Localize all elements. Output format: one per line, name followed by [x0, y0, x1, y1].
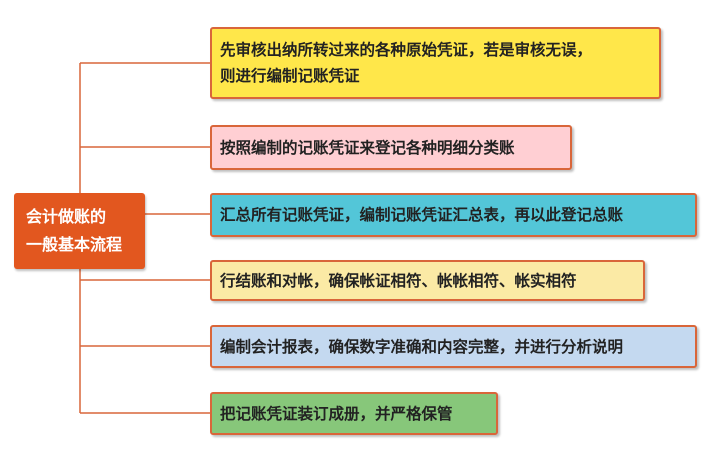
- root-title-line-2: 一般基本流程: [26, 235, 123, 254]
- step-node-5: 编制会计报表，确保数字准确和内容完整，并进行分析说明: [210, 325, 697, 368]
- step-node-1: 先审核出纳所转过来的各种原始凭证，若是审核无误， 则进行编制记账凭证: [210, 27, 661, 99]
- step-node-3: 汇总所有记账凭证，编制记账凭证汇总表，再以此登记总账: [210, 193, 697, 237]
- step-4-text: 行结账和对帐，确保帐证相符、帐帐相符、帐实相符: [220, 271, 577, 290]
- step-node-4: 行结账和对帐，确保帐证相符、帐帐相符、帐实相符: [210, 260, 645, 301]
- step-node-2: 按照编制的记账凭证来登记各种明细分类账: [210, 125, 572, 170]
- step-2-text: 按照编制的记账凭证来登记各种明细分类账: [220, 138, 515, 157]
- root-node: 会计做账的 一般基本流程: [14, 193, 145, 269]
- step-1-text-line-2: 则进行编制记账凭证: [220, 67, 360, 85]
- root-title-line-1: 会计做账的: [26, 207, 107, 226]
- step-6-text: 把记账凭证装订成册，并严格保管: [220, 404, 453, 423]
- step-3-text: 汇总所有记账凭证，编制记账凭证汇总表，再以此登记总账: [220, 206, 624, 224]
- step-5-text: 编制会计报表，确保数字准确和内容完整，并进行分析说明: [220, 337, 624, 356]
- step-1-text-line-1: 先审核出纳所转过来的各种原始凭证，若是审核无误，: [220, 41, 593, 59]
- step-node-6: 把记账凭证装订成册，并严格保管: [210, 392, 498, 435]
